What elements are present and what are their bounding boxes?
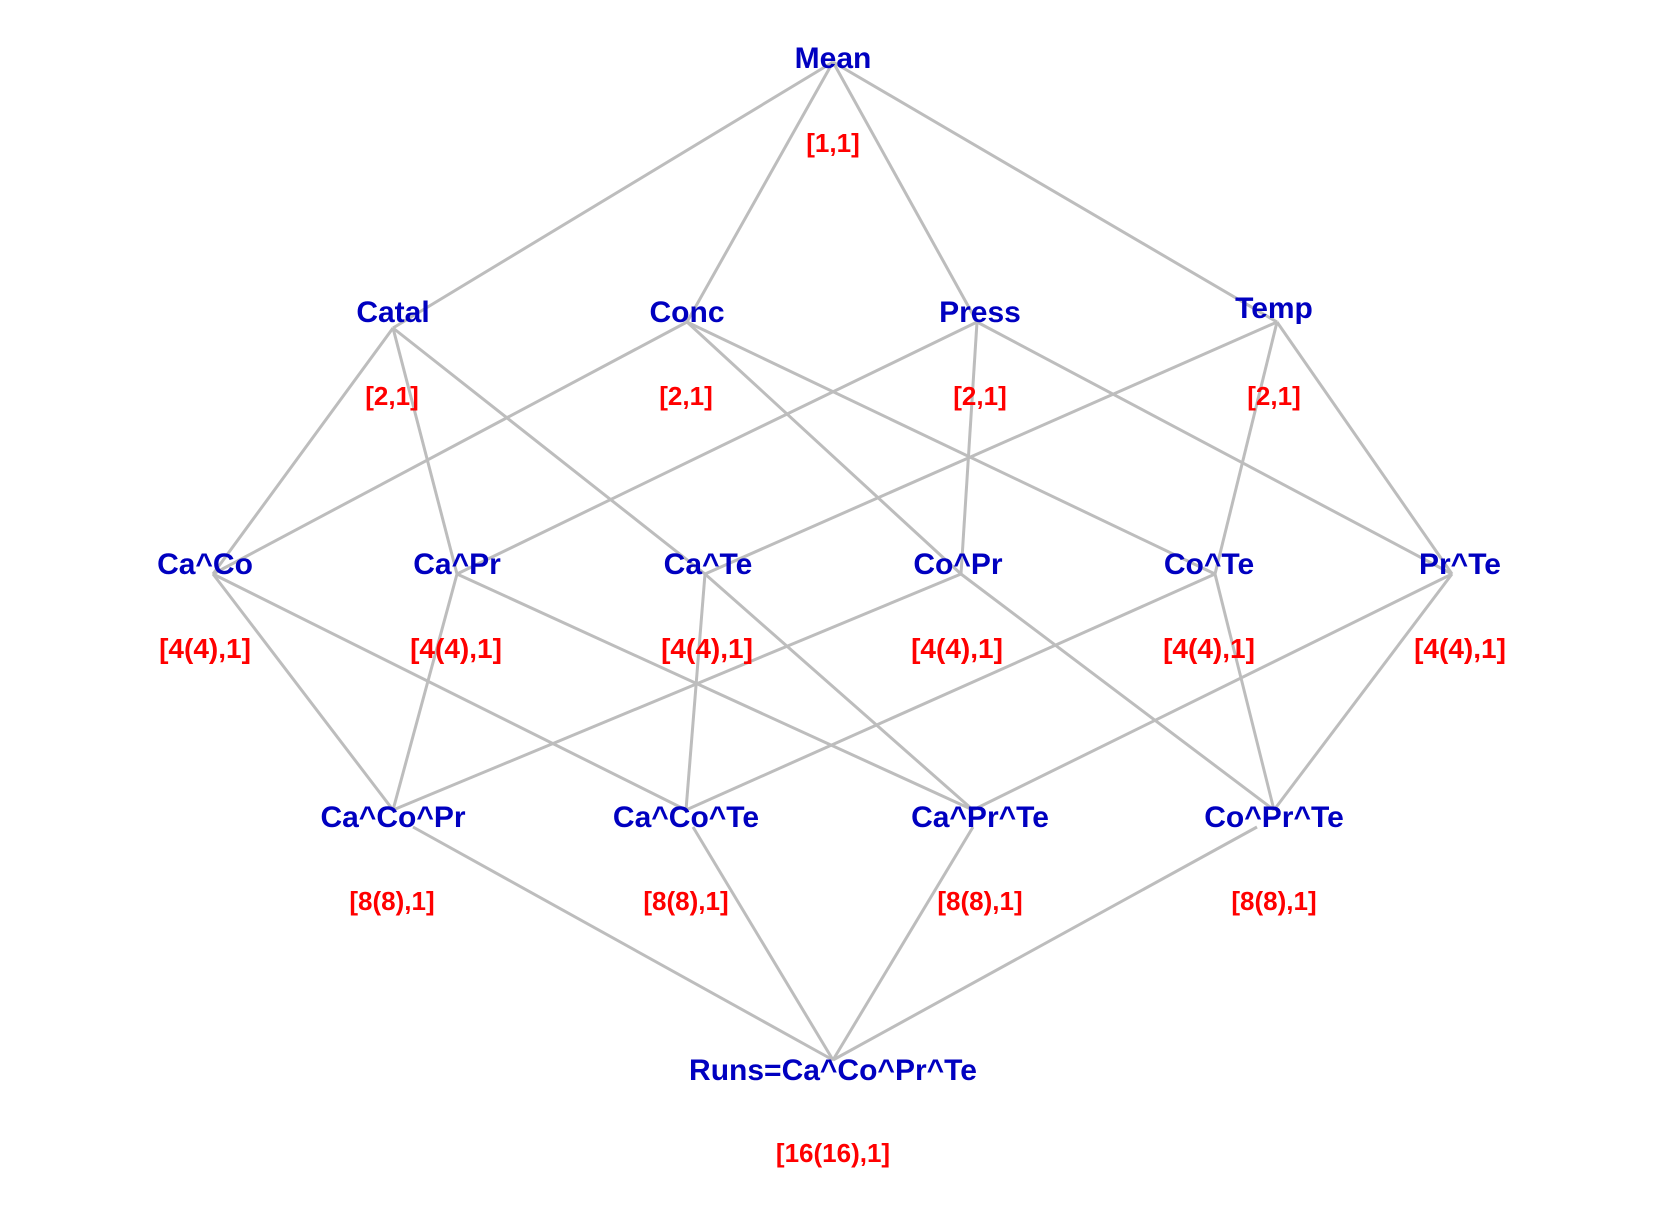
node-label: Catal [356,296,429,329]
node-label: Mean [795,42,872,75]
node-info: [4(4),1] [1163,633,1255,664]
node-info: [4(4),1] [159,633,251,664]
node-info: [4(4),1] [1414,633,1506,664]
node-label: Press [939,296,1021,329]
node-info: [4(4),1] [410,633,502,664]
node-info: [4(4),1] [661,633,753,664]
edge-ca-te-to-ca-pr-te [704,572,974,812]
node-info: [8(8),1] [349,886,434,916]
node-co-te: Co^Te [4(4),1] [1163,548,1255,664]
node-info: [1,1] [806,128,859,158]
edge-catal-to-ca-pr [391,327,459,575]
node-label: Runs=Ca^Co^Pr^Te [689,1054,977,1087]
edge-conc-to-ca-co [212,320,688,576]
node-label: Pr^Te [1419,548,1501,581]
edge-catal-to-ca-co [211,327,395,575]
edge-temp-to-pr-te [1275,321,1454,575]
node-info: [2,1] [365,381,418,411]
edge-co-pr-to-ca-co-pr [392,572,962,812]
edge-ca-pr-to-ca-co-pr [391,573,459,811]
node-label: Conc [650,296,725,329]
edge-mean-to-press [831,61,979,323]
node-info: [2,1] [1247,381,1300,411]
node-ca-pr-te: Ca^Pr^Te [8(8),1] [911,801,1049,916]
edge-co-te-to-ca-co-te [685,572,1216,812]
node-info: [2,1] [659,381,712,411]
edge-ca-pr-te-to-runs [831,826,975,1061]
edge-catal-to-ca-te [392,326,706,576]
edge-co-pr-te-to-runs [832,825,1258,1062]
edge-ca-co-to-ca-co-te [212,572,687,812]
edge-co-pr-to-co-pr-te [960,572,1275,812]
edge-press-to-pr-te [976,320,1453,576]
node-info: [8(8),1] [1231,886,1316,916]
node-mean: Mean [1,1] [795,42,872,158]
edge-co-te-to-co-pr-te [1213,573,1276,811]
edge-ca-pr-to-ca-pr-te [456,572,974,812]
edge-mean-to-temp [832,60,1278,324]
edge-conc-to-co-pr [685,320,963,576]
node-ca-co-te: Ca^Co^Te [8(8),1] [613,801,759,916]
node-label: Ca^Te [664,548,753,581]
node-info: [16(16),1] [776,1138,890,1168]
edge-press-to-co-pr [959,321,979,575]
node-label: Co^Pr^Te [1204,801,1344,834]
node-label: Temp [1235,292,1313,325]
edge-press-to-ca-pr [456,320,978,576]
node-ca-pr: Ca^Pr [4(4),1] [410,548,502,664]
node-temp: Temp [2,1] [1235,292,1313,411]
node-co-pr: Co^Pr [4(4),1] [911,548,1003,664]
edge-mean-to-catal [392,60,834,330]
node-label: Co^Te [1164,548,1254,581]
node-conc: Conc [2,1] [650,296,725,411]
node-ca-te: Ca^Te [4(4),1] [661,548,753,664]
edge-conc-to-co-te [686,320,1216,576]
node-ca-co-pr: Ca^Co^Pr [8(8),1] [320,801,465,916]
node-info: [8(8),1] [643,886,728,916]
edge-temp-to-co-te [1213,321,1279,575]
node-co-pr-te: Co^Pr^Te [8(8),1] [1204,801,1344,916]
edge-mean-to-conc [685,61,835,323]
node-label: Ca^Co [157,548,253,581]
node-label: Co^Pr [913,548,1003,581]
node-label: Ca^Pr [413,548,501,581]
diagram-edges [211,60,1454,1062]
edge-temp-to-ca-te [704,320,1278,576]
edge-ca-co-te-to-runs [691,826,835,1061]
edge-ca-te-to-ca-co-te [684,573,707,811]
edge-ca-co-pr-to-runs [412,825,834,1062]
node-label: Ca^Co^Te [613,801,759,834]
node-info: [4(4),1] [911,633,1003,664]
edge-ca-co-to-ca-co-pr [211,573,395,811]
node-catal: Catal [2,1] [356,296,429,411]
node-info: [2,1] [953,381,1006,411]
node-pr-te: Pr^Te [4(4),1] [1414,548,1506,664]
node-label: Ca^Co^Pr [320,801,465,834]
node-label: Ca^Pr^Te [911,801,1049,834]
node-press: Press [2,1] [939,296,1021,411]
node-info: [8(8),1] [937,886,1022,916]
edge-pr-te-to-ca-pr-te [972,572,1453,812]
edge-pr-te-to-co-pr-te [1272,573,1454,811]
node-ca-co: Ca^Co [4(4),1] [157,548,253,664]
node-runs: Runs=Ca^Co^Pr^Te [16(16),1] [689,1054,977,1168]
